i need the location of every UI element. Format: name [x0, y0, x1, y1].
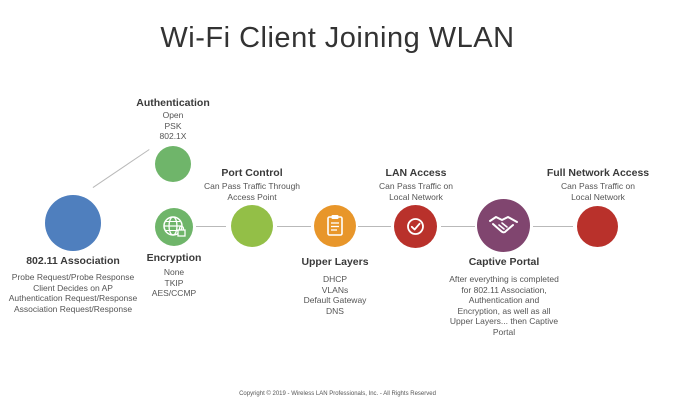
- captive-portal-line: Upper Layers... then Captive: [449, 316, 559, 326]
- authentication-label: Authentication Open PSK 802.1X: [118, 97, 228, 142]
- port-control-heading: Port Control: [221, 167, 283, 179]
- globe-lock-icon: [163, 216, 186, 237]
- lan-access-heading: LAN Access: [385, 167, 447, 179]
- authentication-heading: Authentication: [136, 97, 210, 109]
- captive-portal-lines: After everything is completed for 802.11…: [444, 274, 564, 337]
- captive-portal-line: Encryption, as well as all: [457, 305, 551, 316]
- captive-portal-line: for 802.11 Association,: [461, 284, 547, 295]
- association-line: Association Request/Response: [13, 303, 133, 314]
- association-heading: 802.11 Association: [26, 255, 120, 267]
- encryption-label: Encryption None TKIP AES/CCMP: [130, 252, 218, 299]
- connector-captive-portal-full-access: [533, 226, 573, 228]
- association-line: Probe Request/Probe Response: [11, 272, 135, 282]
- diagram-title: Wi-Fi Client Joining WLAN: [160, 22, 515, 54]
- encryption-line: AES/CCMP: [151, 288, 197, 298]
- association-node: [45, 195, 101, 251]
- encryption-line: TKIP: [164, 277, 184, 288]
- lan-access-lines: Can Pass Traffic on Local Network: [365, 181, 467, 202]
- port-control-label: Port Control Can Pass Traffic Through Ac…: [196, 167, 308, 202]
- encryption-line: None: [163, 267, 185, 277]
- association-line: Authentication Request/Response: [8, 293, 138, 303]
- copyright-footer: Copyright © 2019 - Wireless LAN Professi…: [239, 391, 436, 397]
- connector-port-control-upper-layers: [277, 226, 311, 228]
- captive-portal-heading: Captive Portal: [468, 256, 540, 268]
- association-lines: Probe Request/Probe Response Client Deci…: [0, 272, 146, 314]
- connector-lan-access-captive-portal: [441, 226, 475, 228]
- captive-portal-line: Portal: [492, 326, 516, 337]
- lan-access-line: Local Network: [389, 191, 443, 202]
- checkmark-icon: [407, 218, 424, 235]
- authentication-line: 802.1X: [159, 131, 187, 141]
- port-control-line: Access Point: [227, 191, 277, 202]
- upper-layers-line: DNS: [326, 305, 344, 316]
- connector-upper-layers-lan-access: [358, 226, 391, 228]
- full-network-access-lines: Can Pass Traffic on Local Network: [545, 181, 651, 202]
- handshake-icon: [489, 216, 518, 234]
- lan-access-label: LAN Access Can Pass Traffic on Local Net…: [365, 167, 467, 202]
- authentication-line: PSK: [164, 120, 182, 131]
- authentication-lines: Open PSK 802.1X: [118, 110, 228, 142]
- upper-layers-label: Upper Layers DHCP VLANs Default Gateway …: [285, 256, 385, 316]
- lan-access-node: [394, 205, 437, 248]
- upper-layers-lines: DHCP VLANs Default Gateway DNS: [285, 274, 385, 316]
- clipboard-icon: [327, 215, 343, 236]
- encryption-node: [155, 208, 193, 246]
- port-control-line: Can Pass Traffic Through: [203, 181, 301, 191]
- captive-portal-line: Authentication and: [468, 295, 540, 305]
- full-network-access-label: Full Network Access Can Pass Traffic on …: [545, 167, 651, 202]
- encryption-lines: None TKIP AES/CCMP: [130, 267, 218, 299]
- authentication-line: Open: [162, 110, 184, 120]
- upper-layers-line: Default Gateway: [303, 295, 367, 305]
- upper-layers-line: VLANs: [321, 284, 349, 295]
- full-network-access-line: Can Pass Traffic on: [560, 181, 636, 191]
- upper-layers-line: DHCP: [322, 274, 348, 284]
- upper-layers-heading: Upper Layers: [301, 256, 369, 268]
- lan-access-line: Can Pass Traffic on: [378, 181, 454, 191]
- captive-portal-line: After everything is completed: [449, 274, 559, 284]
- connector-association-authentication: [92, 149, 150, 189]
- port-control-node: [231, 205, 273, 247]
- port-control-lines: Can Pass Traffic Through Access Point: [196, 181, 308, 202]
- captive-portal-label: Captive Portal After everything is compl…: [444, 256, 564, 337]
- full-network-access-line: Local Network: [571, 191, 625, 202]
- captive-portal-node: [477, 199, 530, 252]
- encryption-heading: Encryption: [146, 252, 202, 264]
- association-label: 802.11 Association Probe Request/Probe R…: [0, 255, 146, 314]
- full-network-access-heading: Full Network Access: [546, 167, 650, 179]
- upper-layers-node: [314, 205, 356, 247]
- connector-encryption-port-control: [196, 226, 226, 228]
- association-line: Client Decides on AP: [33, 282, 113, 293]
- full-network-access-node: [577, 206, 618, 247]
- authentication-node: [155, 146, 191, 182]
